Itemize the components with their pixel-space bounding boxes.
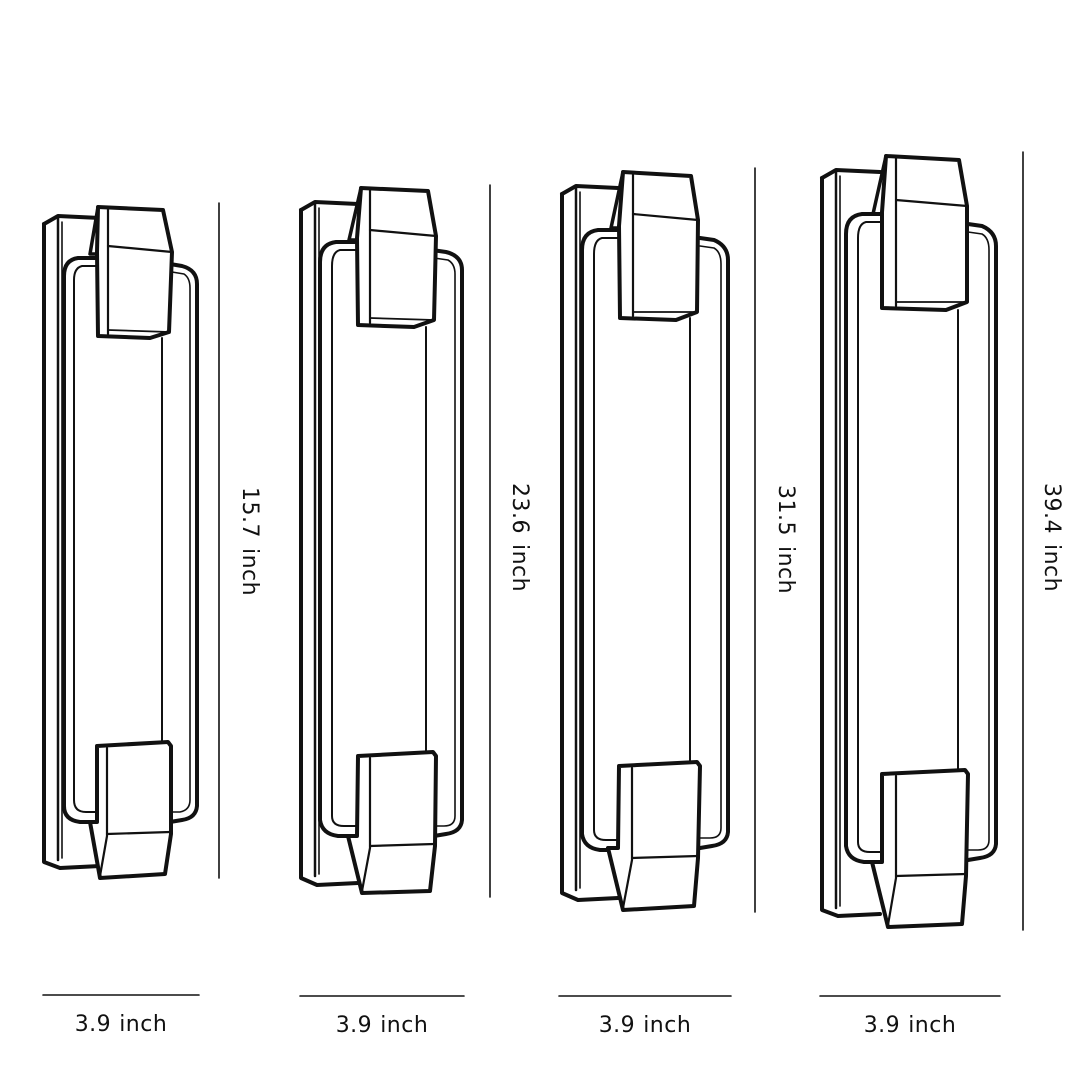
width-value: 3.9: [335, 1013, 373, 1038]
backplate: [42, 214, 102, 870]
height-unit: inch: [1039, 543, 1064, 593]
bottom-end-cap: [88, 740, 173, 880]
sconce-fixture-2: [299, 184, 491, 997]
backplate: [820, 168, 882, 918]
width-label-fixture-4: 3.9 inch: [820, 1013, 1000, 1038]
width-unit: inch: [908, 1013, 957, 1038]
top-end-cap: [88, 205, 174, 340]
backplate: [560, 184, 620, 902]
top-end-cap: [347, 186, 438, 329]
height-value: 31.5: [773, 485, 798, 536]
sconce-fixture-4: [819, 151, 1024, 997]
width-label-fixture-3: 3.9 inch: [559, 1013, 731, 1038]
height-unit: inch: [773, 545, 798, 595]
height-label-fixture-4: 39.4 inch: [1039, 483, 1064, 592]
bottom-end-cap: [606, 760, 702, 912]
diffuser-panel: [62, 256, 199, 824]
sconce-fixture-3: [558, 167, 756, 997]
diffuser-panel: [318, 240, 464, 838]
width-value: 3.9: [598, 1013, 636, 1038]
width-label-fixture-2: 3.9 inch: [300, 1013, 464, 1038]
height-label-fixture-3: 31.5 inch: [773, 485, 798, 594]
height-label-fixture-2: 23.6 inch: [507, 483, 532, 592]
width-label-fixture-1: 3.9 inch: [43, 1012, 199, 1037]
diffuser-panel: [844, 212, 998, 864]
height-value: 15.7: [237, 487, 262, 538]
top-end-cap: [609, 170, 700, 322]
diffuser-panel: [580, 228, 730, 852]
backplate: [299, 200, 360, 887]
height-label-fixture-1: 15.7 inch: [237, 487, 262, 596]
width-unit: inch: [380, 1013, 429, 1038]
height-unit: inch: [507, 543, 532, 593]
height-value: 39.4: [1039, 483, 1064, 534]
height-unit: inch: [237, 547, 262, 597]
bottom-end-cap: [870, 768, 970, 929]
width-unit: inch: [643, 1013, 692, 1038]
sconce-fixture-1: [42, 202, 220, 996]
top-end-cap: [871, 154, 969, 312]
width-value: 3.9: [74, 1012, 112, 1037]
bottom-end-cap: [346, 750, 438, 895]
height-value: 23.6: [507, 483, 532, 534]
width-unit: inch: [119, 1012, 168, 1037]
width-value: 3.9: [863, 1013, 901, 1038]
